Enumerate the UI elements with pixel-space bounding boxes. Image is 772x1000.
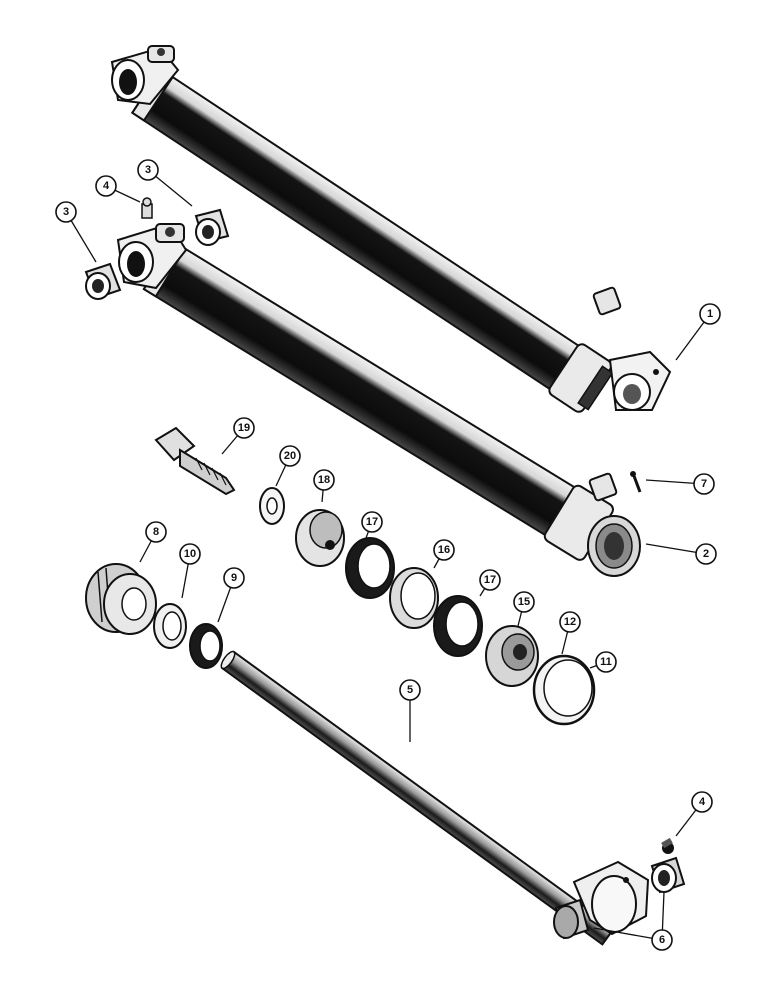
bushing-left [84, 262, 122, 300]
bushing-right [194, 208, 230, 246]
callout-15: 15 [513, 591, 535, 613]
svg-text:11: 11 [600, 656, 612, 668]
svg-text:6: 6 [659, 934, 665, 946]
callout-1: 1 [699, 303, 721, 325]
piston-seal-ring-b [433, 595, 483, 657]
callout-11: 11 [595, 651, 617, 673]
cylinder-2-open-end [587, 472, 641, 577]
piston-seal-ring-a [345, 537, 395, 599]
svg-text:7: 7 [701, 478, 707, 490]
svg-text:3: 3 [63, 206, 69, 218]
svg-text:10: 10 [184, 548, 196, 560]
svg-text:12: 12 [564, 616, 576, 628]
callout-2: 2 [695, 543, 717, 565]
cylinder-1-rod-eye [592, 286, 672, 411]
backup-ring [532, 654, 596, 726]
svg-text:20: 20 [284, 450, 296, 462]
callout-3: 3 [137, 159, 159, 181]
callout-10: 10 [179, 543, 201, 565]
callout-19: 19 [233, 417, 255, 439]
callout-17: 17 [479, 569, 501, 591]
set-screw [630, 471, 642, 493]
svg-text:4: 4 [103, 180, 110, 192]
svg-text:17: 17 [366, 516, 378, 528]
cylinder-assembly-1 [110, 45, 672, 413]
bolt [154, 426, 236, 496]
callout-5: 5 [399, 679, 421, 701]
svg-text:19: 19 [238, 422, 250, 434]
cylinder-barrel-2 [116, 222, 641, 577]
callout-3: 3 [55, 201, 77, 223]
gland [85, 563, 157, 635]
svg-text:17: 17 [484, 574, 496, 586]
washer [259, 487, 285, 525]
svg-text:4: 4 [699, 796, 706, 808]
callout-9: 9 [223, 567, 245, 589]
o-ring [153, 603, 187, 649]
callout-18: 18 [313, 469, 335, 491]
callout-17: 17 [361, 511, 383, 533]
grease-fitting-upper [141, 197, 153, 219]
grease-fitting-lower [661, 837, 674, 854]
rod-eye-bushing-right [650, 856, 686, 894]
svg-text:16: 16 [438, 544, 450, 556]
callout-16: 16 [433, 539, 455, 561]
callout-7: 7 [693, 473, 715, 495]
svg-text:2: 2 [703, 548, 709, 560]
svg-text:15: 15 [518, 596, 530, 608]
wiper-seal [189, 623, 223, 669]
wear-ring [389, 567, 439, 629]
svg-text:3: 3 [145, 164, 151, 176]
callout-4: 4 [95, 175, 117, 197]
cylinder-2-base-eye [116, 222, 188, 290]
svg-text:1: 1 [707, 308, 713, 320]
svg-text:9: 9 [231, 572, 237, 584]
cylinder-2-tube [142, 239, 601, 552]
svg-text:5: 5 [407, 684, 413, 696]
callout-8: 8 [145, 521, 167, 543]
callout-4: 4 [691, 791, 713, 813]
callout-20: 20 [279, 445, 301, 467]
svg-text:8: 8 [153, 526, 159, 538]
callout-6: 6 [651, 929, 673, 951]
rod-eye-bushing-left [553, 898, 590, 940]
svg-text:18: 18 [318, 474, 330, 486]
callout-12: 12 [559, 611, 581, 633]
piston [485, 625, 539, 687]
piston-nut [295, 509, 345, 567]
cylinder-1-base-eye [110, 45, 180, 106]
